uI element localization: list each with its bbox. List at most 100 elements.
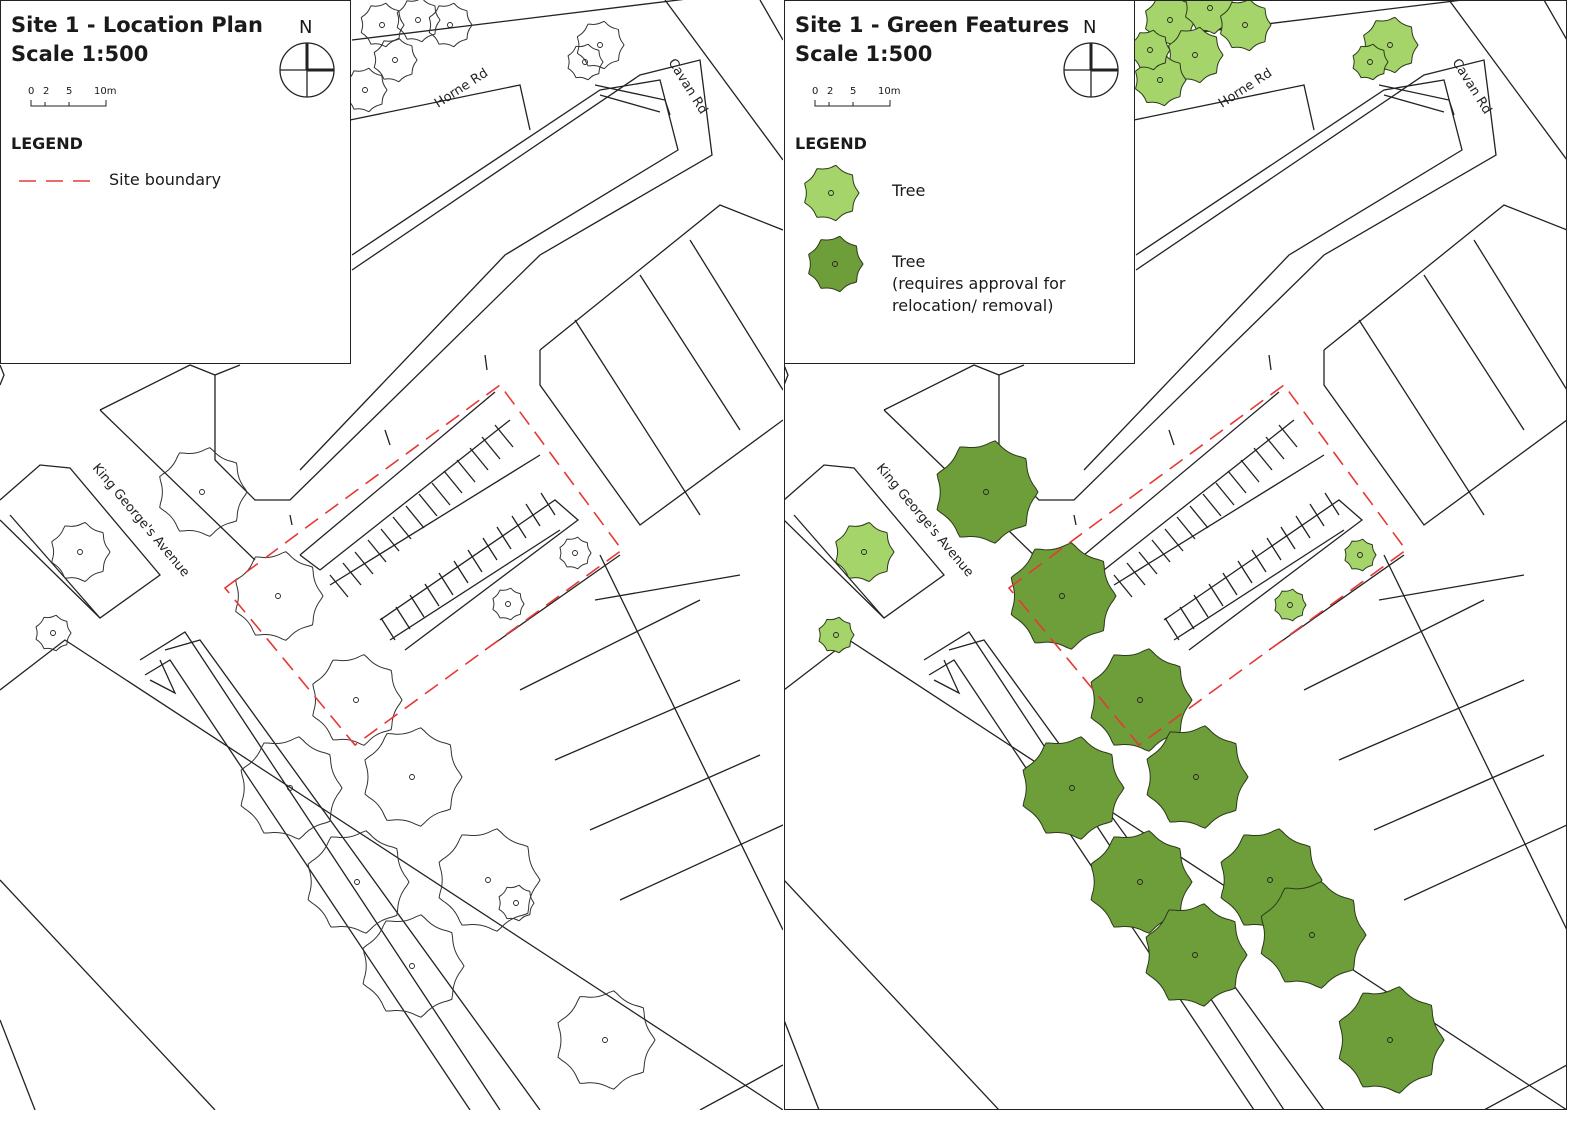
tree-icon <box>808 235 864 293</box>
legend-label-line: Tree <box>892 252 926 271</box>
tree-icon <box>1338 986 1445 1094</box>
tree-icon <box>1344 538 1377 572</box>
legend-heading: LEGEND <box>11 134 83 153</box>
street-label: Horne Rd <box>432 66 491 112</box>
map-line <box>99 364 216 411</box>
map-line <box>1543 1 1566 40</box>
map-line <box>0 1019 36 1110</box>
map-line <box>785 880 999 1109</box>
tree-icon <box>312 654 403 746</box>
tree-icon <box>1090 648 1193 752</box>
map-line <box>511 515 527 539</box>
map-line <box>405 505 425 529</box>
tree-icon <box>396 0 441 43</box>
map-line <box>1295 515 1311 539</box>
scale-text: Scale 1:500 <box>795 42 933 66</box>
dashed-line-icon <box>19 180 93 182</box>
map-line <box>1448 1 1566 160</box>
map-line <box>1113 454 1325 586</box>
map-line <box>1338 679 1525 761</box>
map-line <box>1323 204 1566 351</box>
map-line <box>481 436 501 460</box>
tree-icon <box>1352 43 1389 81</box>
map-line <box>1176 516 1196 540</box>
legend-label-line: (requires approval for <box>892 274 1066 293</box>
map-line <box>1126 562 1146 586</box>
map-line <box>424 583 440 607</box>
map-line <box>0 464 161 619</box>
map-title: Site 1 - Location Plan Scale 1:500 <box>11 11 263 69</box>
map-line <box>1278 424 1298 448</box>
north-arrow-icon <box>279 42 335 98</box>
map-line <box>1163 499 1364 651</box>
map-line <box>395 606 411 630</box>
map-line <box>1473 239 1566 390</box>
tree-icon <box>1145 903 1248 1007</box>
scale-bar-icon <box>814 100 891 107</box>
map-line <box>367 539 387 563</box>
map-line <box>540 492 556 516</box>
map-line <box>689 239 783 391</box>
map-line <box>1323 350 1566 526</box>
map-line <box>1215 482 1235 506</box>
legend-panel: Site 1 - Location Plan Scale 1:500 N 0 2… <box>0 0 351 364</box>
map-line <box>639 274 741 431</box>
map-line <box>1484 1064 1566 1109</box>
tree-icon <box>818 616 855 654</box>
map-line <box>354 551 374 575</box>
tree-icon <box>936 440 1039 544</box>
map-line <box>418 493 438 517</box>
map-line <box>299 391 496 556</box>
scale-label: 10m <box>878 86 901 97</box>
tree-icon <box>1130 29 1171 71</box>
map-line <box>1280 526 1296 550</box>
map-line <box>1073 514 1077 526</box>
map-line <box>384 429 391 446</box>
map-line <box>379 499 580 651</box>
map-line <box>319 419 511 571</box>
map-line <box>1324 492 1340 516</box>
map-line <box>1378 574 1525 601</box>
site-boundary <box>1007 383 1408 747</box>
map-line <box>494 424 514 448</box>
map-line <box>1237 560 1253 584</box>
scale-label: 5 <box>66 86 73 97</box>
map-line <box>883 364 1000 411</box>
map-line <box>149 659 177 695</box>
map-line <box>1133 84 1315 131</box>
map-line <box>342 562 362 586</box>
north-label: N <box>1083 17 1097 38</box>
site-boundary-line <box>223 383 624 747</box>
tree-icon <box>373 37 418 83</box>
map-line <box>1240 459 1260 483</box>
map-line <box>1373 754 1545 831</box>
map-line <box>599 554 783 931</box>
map-line <box>431 482 451 506</box>
base-map-lines <box>0 0 783 1110</box>
tree-icon <box>498 884 535 922</box>
map-line <box>759 0 783 41</box>
map-line <box>409 594 425 618</box>
map-line <box>9 514 101 619</box>
map-line <box>594 574 741 601</box>
scale-label: 0 <box>812 86 819 97</box>
legend-heading: LEGEND <box>795 134 867 153</box>
map-line <box>1265 436 1285 460</box>
map-line <box>599 94 661 113</box>
map-line <box>1403 824 1566 901</box>
north-label: N <box>299 17 313 38</box>
map-line <box>1202 493 1222 517</box>
map-line <box>1309 503 1325 527</box>
map-line <box>664 0 783 161</box>
map-line <box>1268 354 1272 371</box>
map-line <box>1164 528 1184 552</box>
site-boundary-line <box>1007 383 1408 747</box>
map-line <box>453 560 469 584</box>
street-label: Horne Rd <box>1216 66 1275 112</box>
map-line <box>1113 574 1133 598</box>
legend-label-site-boundary: Site boundary <box>109 170 222 189</box>
